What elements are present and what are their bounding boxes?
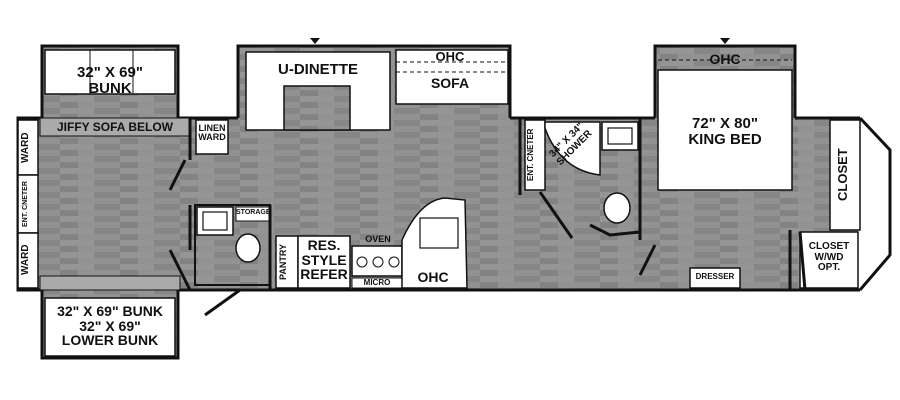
slide-marker-dinette (310, 38, 320, 44)
outer-walls (16, 44, 892, 360)
storage-label: STORAGE (236, 209, 271, 216)
closet-label: CLOSET (835, 148, 850, 202)
lower-bunk (39, 275, 181, 357)
sofa-label: SOFA (430, 75, 470, 91)
upper-bunk (39, 49, 191, 137)
full-bath (524, 119, 641, 237)
king-bed-label: 72" X 80" KING BED (688, 115, 762, 148)
ohc-sofa-label: OHC (435, 49, 465, 64)
left-wardrobes (17, 119, 39, 289)
dresser-label: DRESSER (695, 272, 735, 281)
interior-walls (168, 118, 807, 317)
linen-ward-label: LINEN WARD (198, 123, 226, 143)
ward-bottom-label: WARD (20, 244, 31, 276)
micro-label: MICRO (363, 278, 391, 287)
u-dinette-label: U-DINETTE (278, 61, 358, 78)
dinette-sofa (245, 49, 509, 131)
ohc-kitchen-label: OHC (417, 269, 449, 285)
kitchen (275, 197, 468, 289)
lower-bunk-label: 32" X 69" BUNK 32" X 69" LOWER BUNK (57, 303, 163, 349)
ent-center-left-label: ENT. CNETER (22, 181, 29, 227)
oven-label: OVEN (365, 234, 391, 244)
closet-wd-label: CLOSET W/WD OPT. (808, 241, 850, 273)
ohc-bed-label: OHC (709, 51, 741, 67)
pantry-label: PANTRY (278, 244, 288, 280)
bedroom (657, 59, 861, 289)
half-bath (194, 204, 271, 286)
slide-marker-bed (720, 38, 730, 44)
ent-center-mid-label: ENT. CNETER (526, 128, 535, 182)
upper-bunk-label: 32" X 69" BUNK (77, 64, 143, 97)
linen-ward (195, 119, 229, 155)
refer-label: RES. STYLE REFER (300, 237, 348, 283)
ward-top-label: WARD (20, 132, 31, 164)
jiffy-sofa-label: JIFFY SOFA BELOW (56, 120, 173, 134)
